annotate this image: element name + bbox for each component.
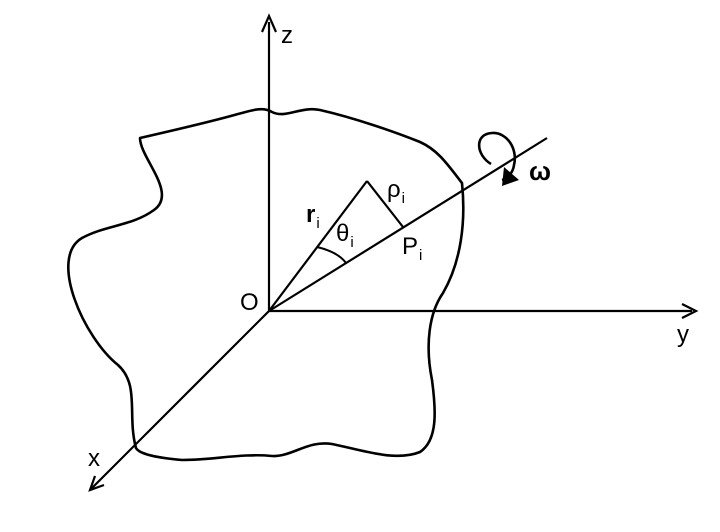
origin-label: O xyxy=(240,289,259,316)
x-axis-label: x xyxy=(88,445,100,472)
omega-label: ω xyxy=(529,156,551,186)
x-axis-arrowhead xyxy=(88,475,105,492)
y-axis-label: y xyxy=(677,321,689,348)
rigid-body-outline xyxy=(67,107,465,462)
theta-symbol: θ xyxy=(336,220,349,247)
z-axis-label: z xyxy=(281,22,293,49)
y-axis-arrowhead xyxy=(681,303,699,319)
rho-subscript: i xyxy=(402,190,405,207)
r-subscript: i xyxy=(316,215,319,232)
point-p-label: Pi xyxy=(402,233,422,264)
x-axis xyxy=(89,310,270,491)
rho-symbol: ρ xyxy=(387,176,401,203)
p-subscript: i xyxy=(419,247,422,264)
r-symbol: r xyxy=(306,201,315,228)
rho-label: ρi xyxy=(387,176,405,207)
rotation-arrowhead xyxy=(502,167,519,186)
position-vector-r xyxy=(268,180,368,312)
p-symbol: P xyxy=(402,233,418,260)
perpendicular-rho xyxy=(366,180,404,228)
theta-label: θi xyxy=(336,220,354,251)
r-vector-label: ri xyxy=(306,201,320,232)
theta-subscript: i xyxy=(350,234,353,251)
z-axis-arrowhead xyxy=(260,13,278,33)
rotation-axis xyxy=(268,137,548,312)
theta-angle-arc xyxy=(316,246,347,264)
